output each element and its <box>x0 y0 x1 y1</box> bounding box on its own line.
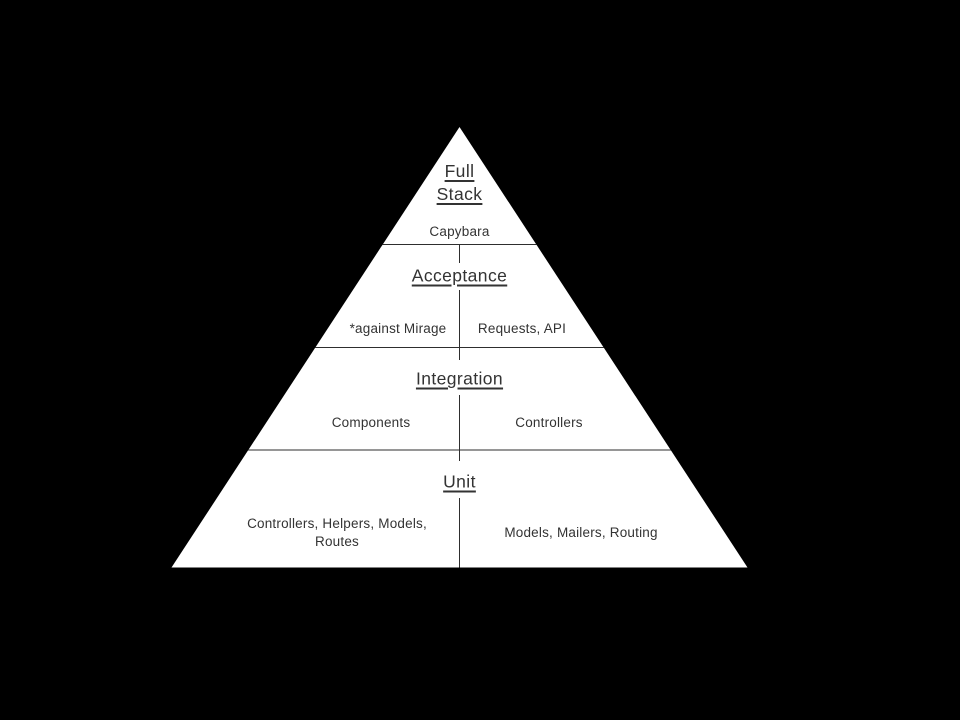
level-acceptance-title: Acceptance <box>411 265 508 286</box>
level-acceptance-right-label: Requests, API <box>477 321 567 336</box>
level-unit-left-label: Controllers, Helpers, Models, Routes <box>247 516 427 549</box>
level-integration-title: Integration <box>415 368 504 389</box>
level-acceptance-left-label: *against Mirage <box>349 321 447 336</box>
level-fullstack-title: Full Stack <box>436 161 483 204</box>
level-integration-left-label: Components <box>331 415 411 430</box>
level-unit-right-label: Models, Mailers, Routing <box>504 525 658 540</box>
level-fullstack-label: Capybara <box>429 223 490 239</box>
level-unit-title: Unit <box>443 471 476 492</box>
level-integration-right-label: Controllers <box>515 415 583 430</box>
